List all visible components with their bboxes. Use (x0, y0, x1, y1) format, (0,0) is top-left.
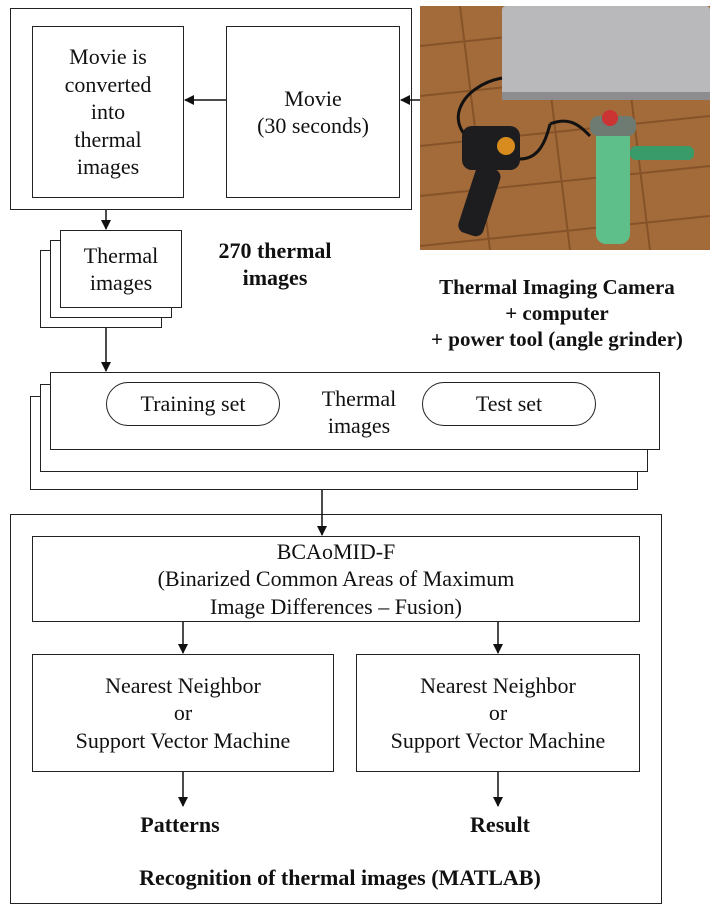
movie-box: Movie (30 seconds) (226, 26, 400, 198)
method-label: BCAoMID-F (Binarized Common Areas of Max… (157, 538, 515, 619)
equipment-caption: Thermal Imaging Camera + computer + powe… (431, 274, 683, 352)
result-label: Result (470, 812, 530, 838)
patterns-label: Patterns (140, 812, 220, 838)
image-count-label: 270 thermal images (218, 237, 332, 291)
setup-photo (420, 6, 710, 250)
test-set-pill: Test set (422, 382, 596, 426)
convert-box-label: Movie is converted into thermal images (64, 44, 152, 180)
method-box: BCAoMID-F (Binarized Common Areas of Max… (32, 536, 640, 622)
movie-box-label: Movie (30 seconds) (257, 85, 369, 139)
convert-box: Movie is converted into thermal images (32, 26, 184, 198)
right-classifier-label: Nearest Neighbor or Support Vector Machi… (390, 672, 606, 753)
training-set-pill: Training set (106, 382, 280, 426)
left-classifier-label: Nearest Neighbor or Support Vector Machi… (75, 672, 291, 753)
test-set-label: Test set (475, 391, 543, 416)
stack1-front: Thermal images (60, 230, 182, 308)
right-classifier-box: Nearest Neighbor or Support Vector Machi… (356, 654, 640, 772)
left-classifier-box: Nearest Neighbor or Support Vector Machi… (32, 654, 334, 772)
stack1-label: Thermal images (83, 242, 159, 296)
training-set-label: Training set (140, 391, 246, 416)
stack2-center-label: Thermal images (321, 385, 397, 439)
recognition-caption: Recognition of thermal images (MATLAB) (139, 865, 541, 891)
